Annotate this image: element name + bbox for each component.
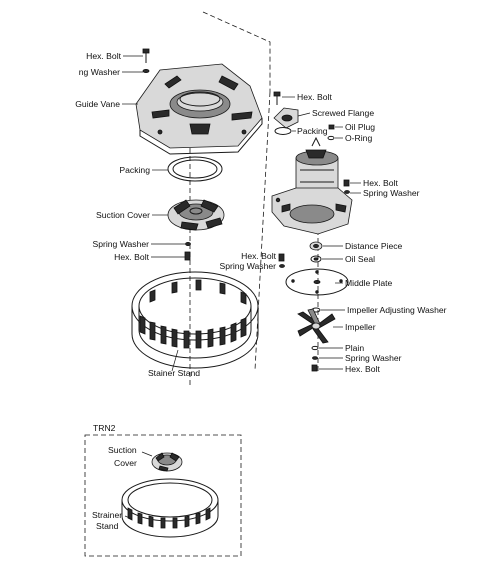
label-hex-bolt-left: Hex. Bolt xyxy=(114,252,149,262)
label-hex-bolt-top-right: Hex. Bolt xyxy=(297,92,332,102)
hex-bolt-left-part xyxy=(184,251,191,261)
spring-washer-top-left-part xyxy=(142,69,150,74)
label-oil-plug: Oil Plug xyxy=(345,122,375,132)
label-middle-plate: Middle Plate xyxy=(345,278,393,288)
label-spring-washer-motor: Spring Washer xyxy=(363,188,420,198)
label-spring-washer-top-left: ng Washer xyxy=(79,67,120,77)
label-screwed-flange: Screwed Flange xyxy=(312,108,374,118)
label-strainer-stand: Stainer Stand xyxy=(148,368,200,378)
label-packing-right: Packing xyxy=(297,126,328,136)
inset-suction-cover-part xyxy=(151,452,183,472)
spring-washer-motor-part xyxy=(344,190,350,194)
label-distance-piece: Distance Piece xyxy=(345,241,403,251)
trn2-inset: TRN2 Suction Cover Strainer Stand xyxy=(84,423,242,557)
label-oil-seal: Oil Seal xyxy=(345,254,375,264)
spring-washer-left-part xyxy=(185,241,191,246)
inset-title: TRN2 xyxy=(93,423,116,433)
hex-bolt-motor-part xyxy=(343,179,350,187)
right-leader-lines xyxy=(282,96,361,370)
packing-right-part xyxy=(274,127,292,135)
o-ring-part xyxy=(327,135,335,141)
label-guide-vane: Guide Vane xyxy=(75,99,120,109)
strainer-stand-part xyxy=(131,271,259,369)
guide-vane-part xyxy=(135,63,263,155)
inset-label-strainer-line2: Stand xyxy=(96,521,119,531)
spring-washer-bottom-part xyxy=(312,356,318,360)
label-plain: Plain xyxy=(345,343,364,353)
hex-bolt-bottom-part xyxy=(311,364,318,372)
label-spring-washer-left: Spring Washer xyxy=(92,239,149,249)
oil-seal-part xyxy=(310,255,322,263)
label-spring-washer-bottom: Spring Washer xyxy=(345,353,402,363)
impeller-part xyxy=(297,308,336,344)
label-impeller: Impeller xyxy=(345,322,376,332)
label-packing-left: Packing xyxy=(119,165,150,175)
label-o-ring: O-Ring xyxy=(345,133,372,143)
oil-plug-part xyxy=(328,124,335,130)
plain-washer-part xyxy=(311,345,319,351)
packing-left-part xyxy=(167,156,223,182)
label-hex-bolt-motor: Hex. Bolt xyxy=(363,178,398,188)
middle-plate-part xyxy=(285,268,349,296)
motor-housing-part xyxy=(271,136,353,235)
suction-cover-part xyxy=(167,199,225,231)
spring-washer-mid-part xyxy=(279,264,285,268)
hex-bolt-mid-part xyxy=(278,253,285,262)
label-hex-bolt-mid: Hex. Bolt xyxy=(241,251,276,261)
left-leader-lines xyxy=(122,55,185,372)
strainer-stand-slots xyxy=(139,279,247,349)
inset-label-suction-line2: Cover xyxy=(114,458,137,468)
label-hex-bolt-bottom: Hex. Bolt xyxy=(345,364,380,374)
hex-bolt-top-left-part xyxy=(142,48,150,63)
inset-label-strainer-line1: Strainer xyxy=(92,510,122,520)
inset-label-suction-line1: Suction xyxy=(108,445,137,455)
screwed-flange-part xyxy=(273,107,299,129)
label-spring-washer-mid: Spring Washer xyxy=(219,261,276,271)
label-hex-bolt-top-left: Hex. Bolt xyxy=(86,51,121,61)
hex-bolt-top-right-part xyxy=(273,91,281,105)
label-impeller-adjusting-washer: Impeller Adjusting Washer xyxy=(347,305,447,315)
inset-strainer-stand-part xyxy=(121,478,219,538)
label-suction-cover: Suction Cover xyxy=(96,210,150,220)
distance-piece-part xyxy=(309,241,323,251)
